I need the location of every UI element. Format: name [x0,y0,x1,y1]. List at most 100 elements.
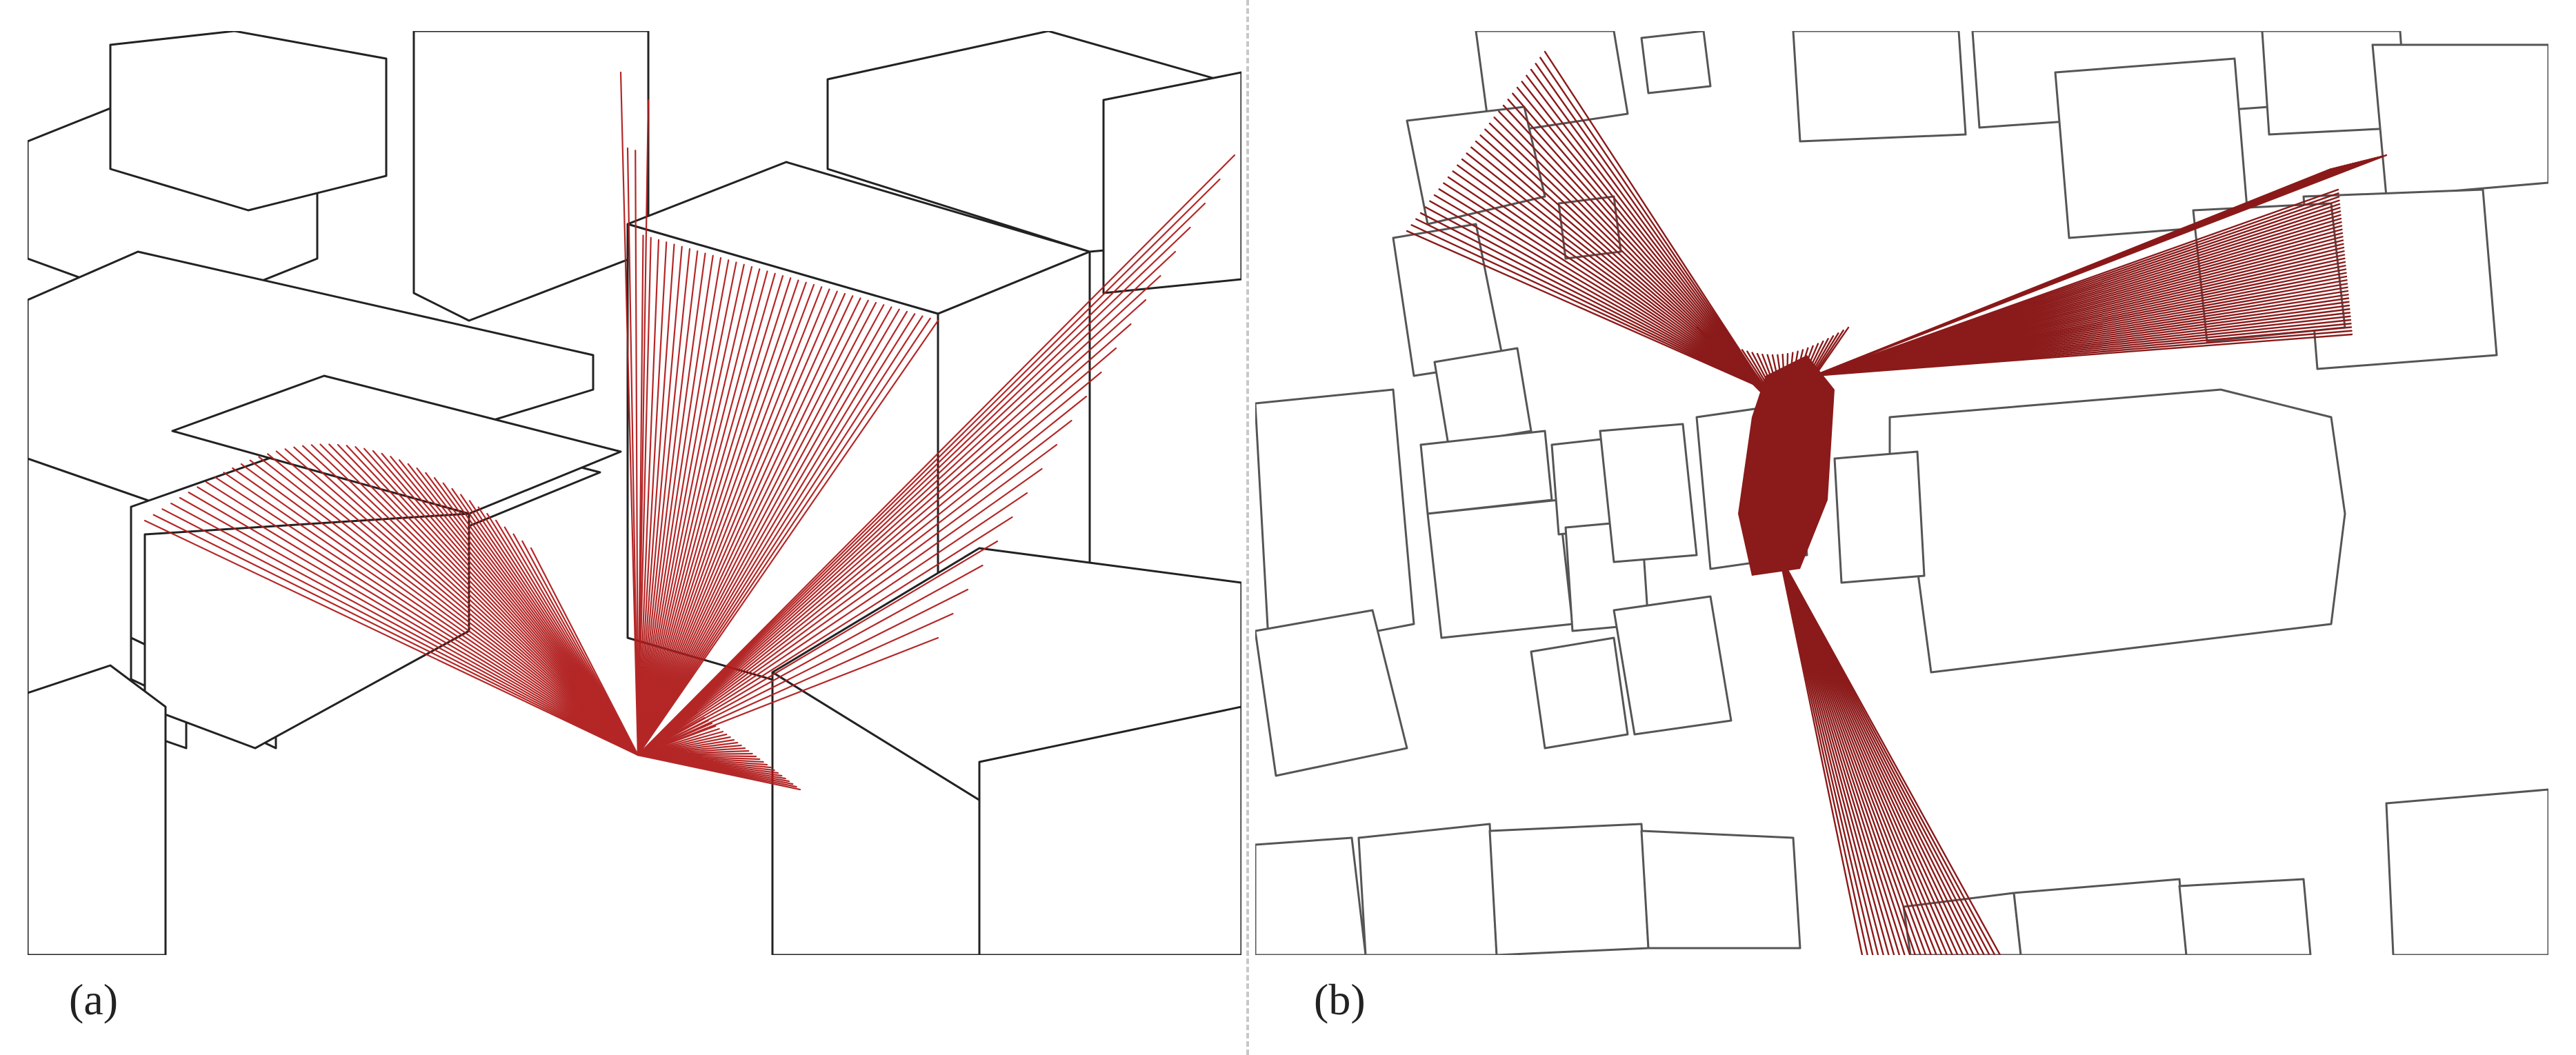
view-ray [637,265,753,756]
view-ray [637,347,1117,756]
view-ray [637,243,675,756]
isovist-ray [1429,200,1767,391]
view-ray [637,248,691,756]
view-ray [637,292,846,756]
view-ray [381,452,639,756]
footprint [1406,106,1546,225]
isovist-ray [1419,212,1767,391]
view-ray [197,486,639,756]
view-ray [637,297,861,756]
view-ray [637,308,900,756]
view-ray [301,445,639,756]
panel-a-canvas [28,31,1241,955]
view-ray [179,496,639,756]
view-ray [637,419,1072,756]
footprint [2371,43,2548,198]
isovist-ray [1512,92,1767,391]
view-ray [637,323,1132,756]
view-ray [223,472,639,756]
view-ray [637,301,877,756]
footprint [1426,499,1574,639]
isovist-ray [1526,74,1767,391]
view-ray [267,453,639,756]
view-ray [284,448,639,756]
view-ray [161,508,639,756]
view-ray [637,299,869,756]
isovist-ray [1778,554,1911,955]
view-ray [637,268,761,756]
view-ray [637,283,815,756]
isovist-ray [1447,176,1767,391]
footprint [1833,450,1926,584]
isovist-ray [1406,230,1767,391]
view-ray [637,178,1221,756]
view-ray [390,456,639,756]
view-ray [355,446,639,756]
view-ray [637,245,683,756]
isovist-ray [1410,224,1767,391]
isovist-core [1738,355,1835,576]
view-ray [637,250,699,756]
isovist-ray [1530,68,1767,391]
footprint [1599,423,1698,563]
view-ray [637,250,1177,756]
isovist-ray [1778,554,1890,955]
view-ray [637,274,784,756]
footprint [1433,347,1532,446]
isovist-ray [1813,154,2388,377]
footprint-cathedral [1888,388,2346,674]
view-ray [319,443,639,756]
view-ray [205,481,639,756]
panel-b-isovist-rays [1406,50,2388,955]
view-ray [637,254,714,756]
isovist-ray [1778,554,2001,955]
footprint [1530,636,1629,750]
view-ray [637,274,1161,756]
isovist-ray [1778,554,1884,955]
view-ray [372,450,639,756]
view-ray [346,445,639,756]
isovist-ray [1544,50,1767,391]
building-far-left-2 [109,31,388,212]
view-ray [637,371,1102,756]
isovist-ray [1516,86,1767,391]
isovist-ray [1778,554,1901,955]
view-ray [637,239,660,756]
isovist-ray [1778,554,1874,955]
view-ray [635,150,639,756]
view-ray [637,202,1206,756]
isovist-ray [1424,206,1767,391]
footprint [1488,823,1650,955]
view-ray [637,257,722,756]
isovist-ray [1415,218,1767,391]
footprint [1640,830,1801,950]
building-right-lower [978,705,1241,955]
panel-b-footprints [1255,31,2548,955]
building-right-front-face [771,671,1008,955]
footprint [1613,595,1733,736]
isovist-ray [1535,63,1767,391]
view-ray [249,459,639,756]
view-ray [637,279,799,756]
view-ray [170,502,639,756]
view-ray [637,395,1088,756]
view-ray [637,241,668,756]
isovist-ray [1778,554,1864,955]
view-ray [637,261,737,756]
isovist-ray [1778,554,1879,955]
footprint [1255,609,1408,777]
view-ray [637,313,916,756]
view-ray [363,448,639,756]
footprint [2385,788,2548,955]
isovist-ray [1452,170,1767,391]
view-ray [637,263,745,756]
view-ray [637,304,885,756]
view-ray [626,147,639,756]
view-ray [637,281,807,756]
view-ray [637,99,650,756]
panel-b-plan-view [1255,31,2548,955]
building-far-top [412,31,650,322]
view-ray [619,71,639,756]
view-ray [143,519,639,756]
